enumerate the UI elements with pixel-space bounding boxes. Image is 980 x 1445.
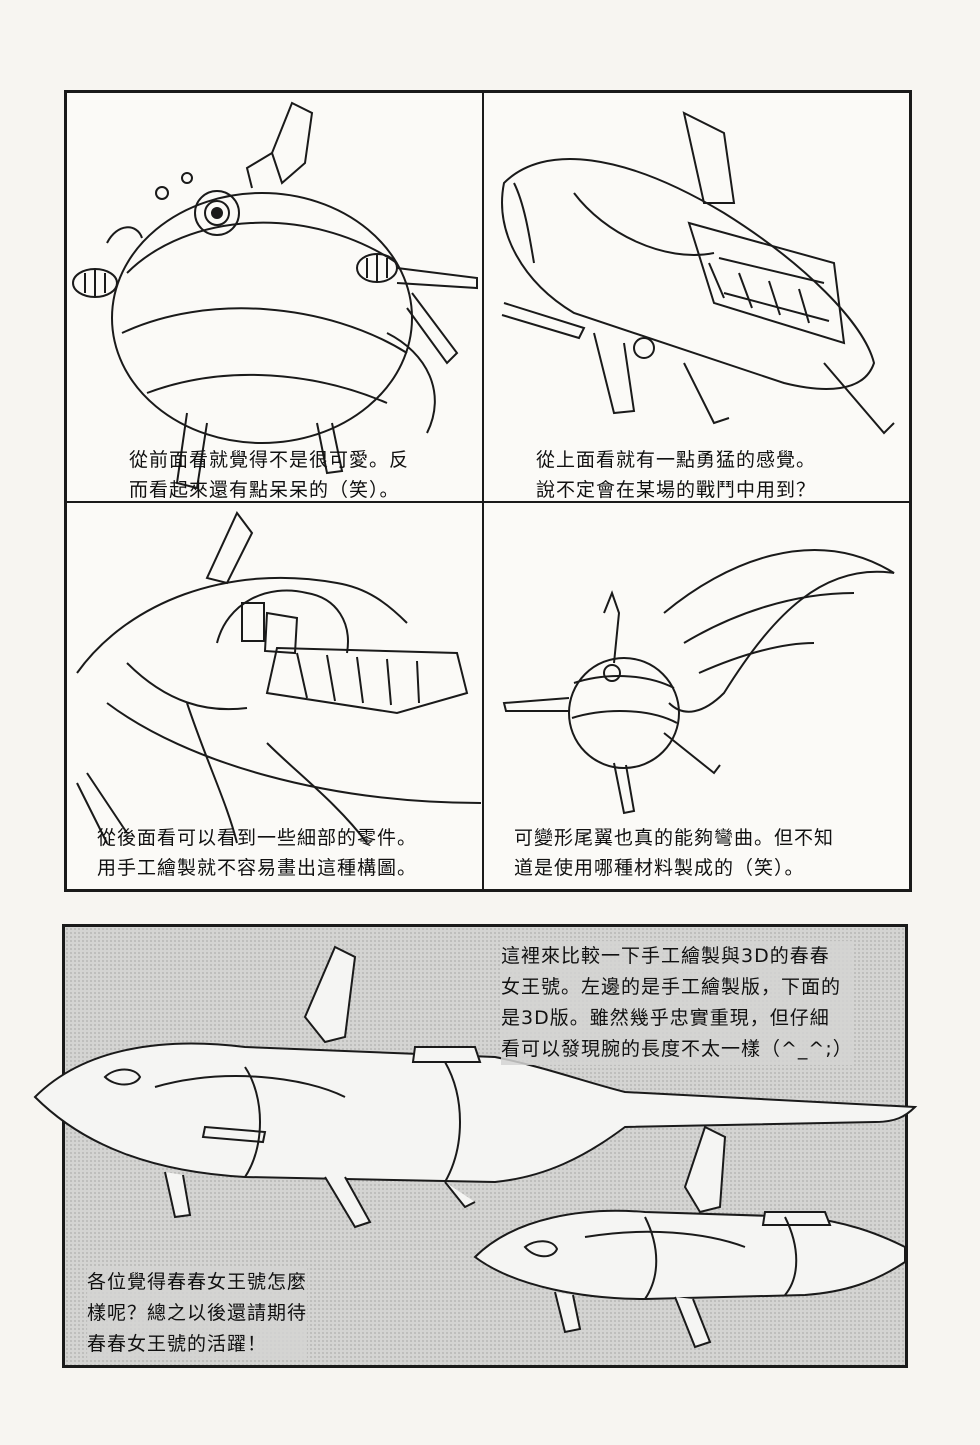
caption-line: 可變形尾翼也真的能夠彎曲。但不知 (514, 827, 835, 849)
closing-note: 各位覺得春春女王號怎麼 樣呢？總之以後還請期待 春春女王號的活躍！ (87, 1267, 308, 1360)
ship-front-view-drawing (72, 101, 478, 490)
note-line: 看可以發現腕的長度不太一樣（^_^;） (501, 1038, 853, 1060)
four-panel-grid: 從前面看就覺得不是很可愛。反 而看起來還有點呆呆的（笑）。 (64, 90, 912, 892)
caption-line: 從後面看可以看到一些細部的零件。 (97, 827, 418, 849)
note-line: 春春女王號的活躍！ (87, 1333, 268, 1355)
panel-divider-horizontal (67, 501, 909, 503)
panel-2-caption: 從上面看就有一點勇猛的感覺。 說不定會在某場的戰鬥中用到？ (536, 445, 816, 499)
panel-top-view: 從上面看就有一點勇猛的感覺。 說不定會在某場的戰鬥中用到？ (484, 93, 909, 499)
comparison-panel: 這裡來比較一下手工繪製與3D的春春 女王號。左邊的是手工繪製版，下面的 是3D版… (33, 924, 918, 1368)
note-line: 各位覺得春春女王號怎麼 (87, 1271, 308, 1293)
caption-line: 說不定會在某場的戰鬥中用到？ (536, 479, 817, 499)
panel-tail-view: 可變形尾翼也真的能夠彎曲。但不知 道是使用哪種材料製成的（笑）。 (484, 503, 909, 889)
note-line: 是3D版。雖然幾乎忠實重現，但仔細 (501, 1007, 830, 1029)
comparison-note: 這裡來比較一下手工繪製與3D的春春 女王號。左邊的是手工繪製版，下面的 是3D版… (501, 941, 853, 1065)
note-line: 女王號。左邊的是手工繪製版，下面的 (501, 976, 842, 998)
panel-divider-vertical (482, 93, 484, 889)
caption-line: 用手工繪製就不容易畫出這種構圖。 (97, 857, 418, 879)
panel-front-view: 從前面看就覺得不是很可愛。反 而看起來還有點呆呆的（笑）。 (67, 93, 481, 499)
ship-rear-view-drawing (76, 511, 481, 844)
note-line: 這裡來比較一下手工繪製與3D的春春 (501, 945, 830, 967)
panel-1-caption: 從前面看就覺得不是很可愛。反 而看起來還有點呆呆的（笑）。 (129, 445, 409, 499)
panel-3-caption: 從後面看可以看到一些細部的零件。 用手工繪製就不容易畫出這種構圖。 (97, 823, 417, 883)
note-line: 樣呢？總之以後還請期待 (87, 1302, 308, 1324)
panel-4-caption: 可變形尾翼也真的能夠彎曲。但不知 道是使用哪種材料製成的（笑）。 (514, 823, 834, 883)
caption-line: 從前面看就覺得不是很可愛。反 (129, 449, 410, 471)
ship-top-view-drawing (501, 111, 895, 435)
ship-tail-view-drawing (502, 549, 895, 815)
ship-comparison-drawing (33, 945, 918, 1349)
caption-line: 而看起來還有點呆呆的（笑）。 (129, 479, 400, 499)
caption-line: 從上面看就有一點勇猛的感覺。 (536, 449, 817, 471)
panel-rear-view: 從後面看可以看到一些細部的零件。 用手工繪製就不容易畫出這種構圖。 (67, 503, 481, 889)
caption-line: 道是使用哪種材料製成的（笑）。 (514, 857, 805, 879)
